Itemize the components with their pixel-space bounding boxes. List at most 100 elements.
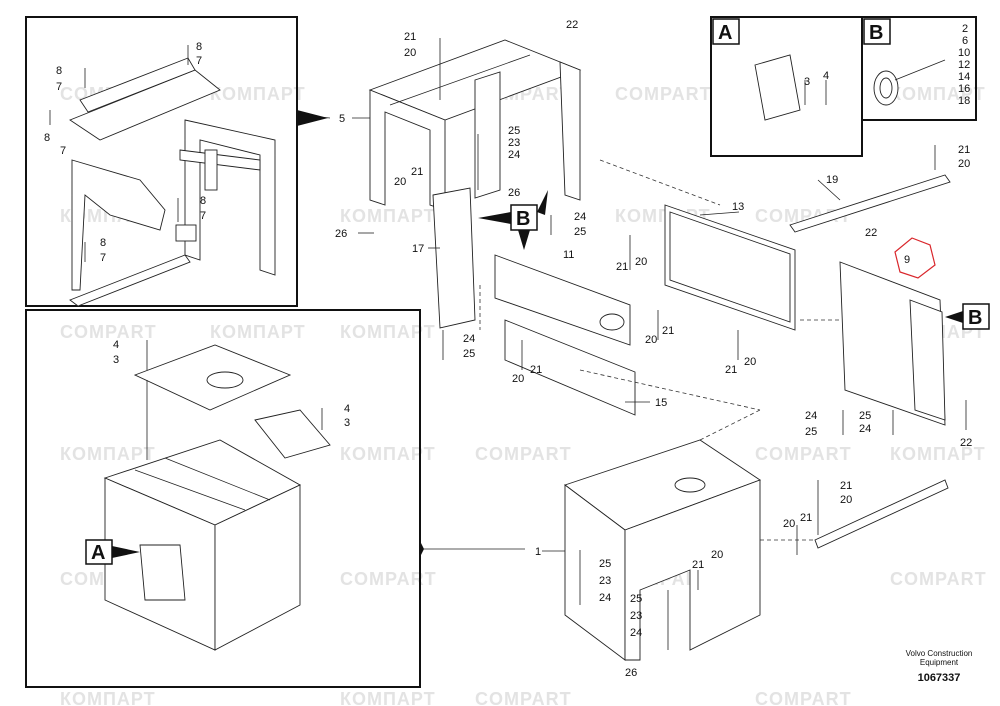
- detail-ref-label: A: [91, 542, 105, 564]
- callout-label: 20: [635, 256, 647, 268]
- watermark: КОМПАРТ: [340, 206, 436, 226]
- callout-label: 20: [645, 334, 657, 346]
- callout-label: 24: [508, 149, 520, 161]
- callout-labels: 21 20 22 5 25 23 24 20 21 26 26 24 25 17…: [335, 19, 972, 679]
- callout-label: 25: [805, 426, 817, 438]
- callout-label: 7: [196, 55, 202, 67]
- frame-edge: [389, 54, 531, 106]
- detail-ref-box: [85, 539, 113, 565]
- callout-label: 9: [904, 254, 910, 266]
- callout-label: 20: [404, 47, 416, 59]
- callout-label: 2: [962, 23, 968, 35]
- assembly-line: [599, 159, 721, 206]
- callout-label: 25: [508, 125, 520, 137]
- callout-label: 17: [412, 243, 424, 255]
- callout-label: 18: [958, 95, 970, 107]
- callout-label: 19: [826, 174, 838, 186]
- frame-edge: [164, 457, 271, 501]
- hole-part: [674, 477, 706, 493]
- frame-edge: [134, 469, 246, 511]
- bracket-part: [432, 187, 476, 329]
- callout-label: 8: [44, 132, 50, 144]
- panel-frame: [861, 16, 977, 121]
- callout-label: 20: [783, 518, 795, 530]
- assembly-line: [699, 409, 761, 441]
- callout-label: 5: [339, 113, 345, 125]
- callout-label: 24: [599, 592, 611, 604]
- bracket-part: [139, 544, 186, 601]
- callout-label: 25: [574, 226, 586, 238]
- callout-label: 20: [744, 356, 756, 368]
- callout-label: 8: [196, 41, 202, 53]
- callout-label: 4: [113, 339, 119, 351]
- callout-label: 21: [530, 364, 542, 376]
- bracket-part: [754, 54, 801, 121]
- callout-label: 21: [958, 144, 970, 156]
- callout-label: 21: [840, 480, 852, 492]
- callout-label: 8: [56, 65, 62, 77]
- callout-label: 7: [60, 145, 66, 157]
- callout-label: 25: [463, 348, 475, 360]
- watermark: КОМПАРТ: [60, 444, 156, 464]
- bar-part: [814, 479, 949, 549]
- callout-label: 25: [630, 593, 642, 605]
- pointer-arrow: [297, 110, 328, 126]
- watermark-layer: COMPART КОМПАРТ COMPART COMPART КОМПАРТ …: [60, 84, 987, 706]
- callout-label: 3: [344, 417, 350, 429]
- watermark: COMPART: [755, 444, 852, 464]
- main-assembly: B B: [352, 38, 990, 661]
- callout-label: 24: [805, 410, 817, 422]
- callout-label: 20: [394, 176, 406, 188]
- watermark: КОМПАРТ: [210, 322, 306, 342]
- frame-post: [559, 61, 581, 201]
- watermark: COMPART: [615, 84, 712, 104]
- callout-label: 3: [804, 76, 810, 88]
- callout-label: 4: [344, 403, 350, 415]
- detail-a-panel: A 3 4: [710, 16, 863, 157]
- watermark: КОМПАРТ: [210, 84, 306, 104]
- callout-label: 16: [958, 83, 970, 95]
- callout-label: 1: [535, 546, 541, 558]
- frame-part: [71, 159, 166, 291]
- detail-title: B: [869, 22, 883, 44]
- frame-post: [474, 71, 501, 199]
- callout-label: 23: [599, 575, 611, 587]
- callout-label: 21: [616, 261, 628, 273]
- watermark: КОМПАРТ: [340, 689, 436, 706]
- bolt-group: [146, 340, 323, 460]
- bar-part: [789, 174, 951, 233]
- panel-part: [909, 299, 946, 421]
- panel-part: [669, 211, 791, 323]
- frame-side: [624, 479, 761, 661]
- callout-label: 25: [859, 410, 871, 422]
- callout-label: 20: [711, 549, 723, 561]
- pointer-arrow: [112, 546, 140, 558]
- detail-ref-label: B: [968, 307, 982, 329]
- hole-part: [599, 313, 625, 331]
- watermark: COMPART: [475, 689, 572, 706]
- pointer-notch: [420, 541, 424, 557]
- frame-side: [369, 89, 446, 211]
- callout-label: 7: [56, 81, 62, 93]
- callout-label: 8: [100, 237, 106, 249]
- callout-label: 24: [859, 423, 871, 435]
- callout-label: 15: [655, 397, 667, 409]
- watermark: COMPART: [890, 569, 987, 589]
- plate-part: [504, 319, 636, 416]
- callout-label: 12: [958, 59, 970, 71]
- callout-label: 11: [563, 249, 574, 261]
- watermark: КОМПАРТ: [890, 84, 986, 104]
- callout-label: 21: [800, 512, 812, 524]
- panel-frame: [25, 309, 421, 688]
- callout-label: 25: [599, 558, 611, 570]
- watermark: COMPART: [755, 689, 852, 706]
- detail-ref-box: [863, 18, 891, 45]
- callout-label: 6: [962, 35, 968, 47]
- frame-part: [184, 119, 276, 276]
- pointer-arrow: [945, 311, 963, 323]
- grommet-part: [879, 77, 893, 99]
- callout-label: 4: [823, 70, 829, 82]
- callout-label: 26: [625, 667, 637, 679]
- callout-label: 21: [411, 166, 423, 178]
- detail-b-panel: B 2 6 10 12 14 16 18: [861, 16, 977, 121]
